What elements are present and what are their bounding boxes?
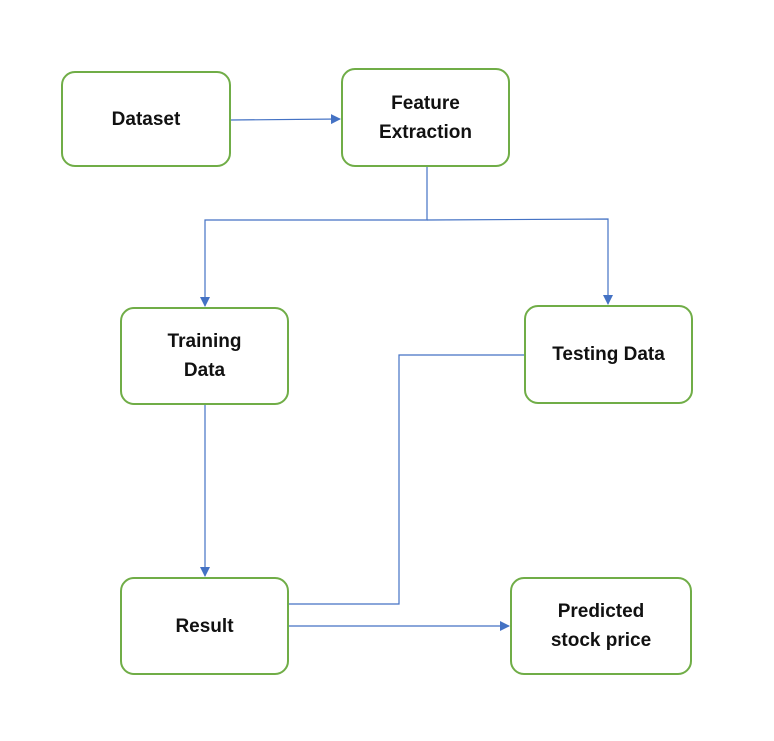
- node-predicted-stock-price-label-line2: stock price: [550, 630, 652, 651]
- edge-dataset-to-feature-extraction: [230, 114, 341, 125]
- node-feature-extraction-label-line1: Feature: [391, 92, 460, 114]
- node-training-data-label-line2: Data: [183, 360, 226, 381]
- edge-feature-extraction-to-testing-data: [426, 218, 613, 305]
- node-feature-extraction: Feature Extraction: [341, 68, 510, 167]
- node-dataset-label: Dataset: [111, 108, 181, 130]
- edge-feature-extraction-to-training-data: [200, 167, 428, 307]
- node-testing-data: Testing Data: [524, 305, 693, 404]
- node-predicted-stock-price-label-line1: Predicted: [557, 601, 645, 622]
- edge-testing-data-to-result: [273, 354, 524, 609]
- node-dataset: Dataset: [61, 71, 231, 167]
- node-training-data-label-line1: Training: [167, 331, 242, 352]
- node-predicted-stock-price: Predicted stock price: [510, 577, 692, 675]
- node-result-label: Result: [175, 615, 234, 637]
- node-feature-extraction-label-line2: Extraction: [379, 121, 472, 143]
- node-training-data: Training Data: [120, 307, 289, 405]
- node-testing-data-label: Testing Data: [552, 344, 665, 365]
- node-result: Result: [120, 577, 289, 675]
